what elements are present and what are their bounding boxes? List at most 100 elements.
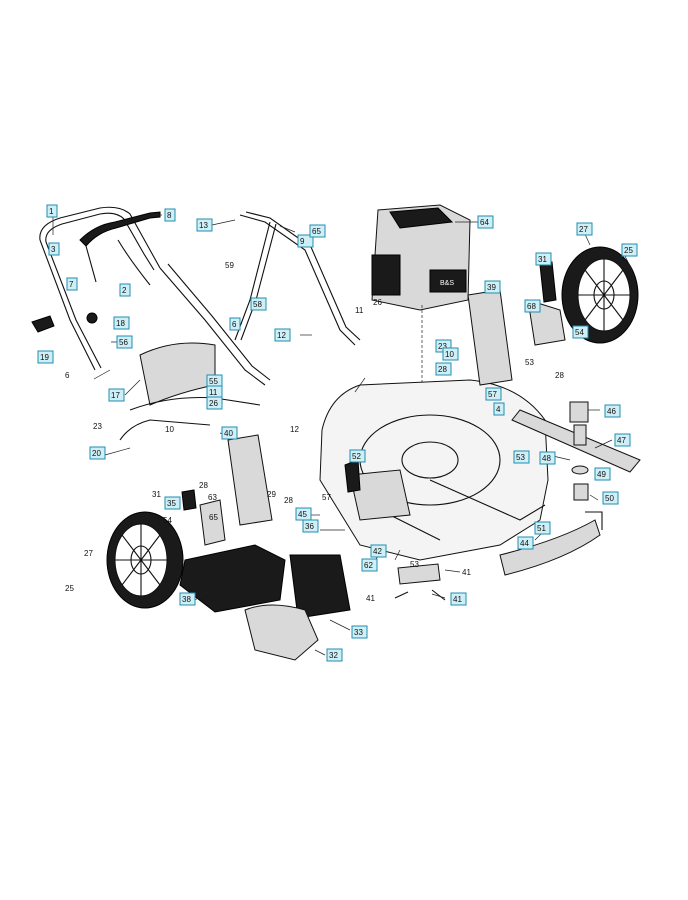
callout-44: 44 bbox=[517, 536, 534, 550]
svg-text:20: 20 bbox=[92, 449, 101, 458]
callout-11: 11 bbox=[206, 385, 223, 399]
callout-3: 3 bbox=[48, 242, 60, 256]
svg-text:48: 48 bbox=[542, 454, 551, 463]
plain-27: 27 bbox=[84, 549, 93, 558]
svg-text:39: 39 bbox=[487, 283, 496, 292]
svg-text:38: 38 bbox=[182, 595, 191, 604]
callout-56: 56 bbox=[116, 335, 133, 349]
svg-text:33: 33 bbox=[354, 628, 363, 637]
callout-25: 25 bbox=[621, 243, 638, 257]
svg-text:55: 55 bbox=[209, 377, 218, 386]
leader-lines bbox=[52, 214, 633, 656]
plain-28c: 28 bbox=[284, 496, 293, 505]
plain-28: 28 bbox=[199, 481, 208, 490]
callout-57: 57 bbox=[485, 387, 502, 401]
svg-text:23: 23 bbox=[438, 342, 447, 351]
plain-65: 65 bbox=[209, 513, 218, 522]
callout-27: 27 bbox=[576, 222, 593, 236]
callout-38: 38 bbox=[179, 592, 196, 606]
rear-wheel-right bbox=[561, 246, 639, 344]
plain-25: 25 bbox=[65, 584, 74, 593]
engine: B&S bbox=[371, 204, 471, 450]
callout-12: 12 bbox=[274, 328, 291, 342]
callout-7: 7 bbox=[66, 277, 78, 291]
control-cable bbox=[79, 211, 161, 286]
plain-63: 63 bbox=[208, 493, 217, 502]
rear-deflector bbox=[179, 544, 286, 613]
front-bumper bbox=[499, 511, 603, 576]
callout-33: 33 bbox=[351, 625, 368, 639]
plain-28b: 28 bbox=[555, 371, 564, 380]
svg-text:17: 17 bbox=[111, 391, 120, 400]
lower-handle bbox=[159, 263, 271, 386]
callout-4: 4 bbox=[493, 402, 505, 416]
callout-17: 17 bbox=[108, 388, 125, 402]
svg-text:62: 62 bbox=[364, 561, 373, 570]
callout-32: 32 bbox=[326, 648, 343, 662]
callout-52: 52 bbox=[349, 449, 366, 463]
svg-text:46: 46 bbox=[607, 407, 616, 416]
svg-text:64: 64 bbox=[480, 218, 489, 227]
plain-41b: 41 bbox=[366, 594, 375, 603]
svg-text:10: 10 bbox=[445, 350, 454, 359]
callout-45: 45 bbox=[295, 507, 312, 521]
svg-text:7: 7 bbox=[69, 280, 74, 289]
callout-50: 50 bbox=[602, 491, 619, 505]
svg-text:25: 25 bbox=[624, 246, 633, 255]
plain-59: 59 bbox=[225, 261, 234, 270]
svg-text:51: 51 bbox=[537, 524, 546, 533]
svg-text:3: 3 bbox=[51, 245, 56, 254]
callout-42: 42 bbox=[370, 544, 387, 558]
plain-23: 23 bbox=[93, 422, 102, 431]
callout-35: 35 bbox=[164, 496, 181, 510]
plain-53: 53 bbox=[525, 358, 534, 367]
svg-text:26: 26 bbox=[209, 399, 218, 408]
svg-text:40: 40 bbox=[224, 429, 233, 438]
svg-text:8: 8 bbox=[167, 211, 172, 220]
callout-6: 6 bbox=[229, 317, 241, 331]
svg-text:68: 68 bbox=[527, 302, 536, 311]
blade bbox=[511, 401, 641, 501]
callout-1: 1 bbox=[46, 204, 58, 218]
plain-41: 41 bbox=[462, 568, 471, 577]
svg-text:13: 13 bbox=[199, 221, 208, 230]
svg-text:2: 2 bbox=[122, 286, 127, 295]
callout-2: 2 bbox=[119, 283, 131, 297]
callout-20: 20 bbox=[89, 446, 106, 460]
callout-41: 41 bbox=[450, 592, 467, 606]
svg-text:53: 53 bbox=[516, 453, 525, 462]
callout-31: 31 bbox=[535, 252, 552, 266]
plain-31: 31 bbox=[152, 490, 161, 499]
svg-text:1: 1 bbox=[49, 207, 54, 216]
callout-36: 36 bbox=[302, 519, 319, 533]
svg-text:65: 65 bbox=[312, 227, 321, 236]
plain-54: 54 bbox=[163, 516, 172, 525]
svg-text:52: 52 bbox=[352, 452, 361, 461]
rear-height-bracket bbox=[467, 261, 566, 386]
callout-65: 65 bbox=[309, 224, 326, 238]
callout-68: 68 bbox=[524, 299, 541, 313]
svg-text:44: 44 bbox=[520, 539, 529, 548]
right-handle bbox=[234, 211, 361, 346]
plain-26: 26 bbox=[373, 298, 382, 307]
wheel-adjuster-front bbox=[394, 563, 446, 601]
callout-54: 54 bbox=[572, 325, 589, 339]
bag-frame bbox=[119, 342, 261, 441]
plain-29: 29 bbox=[267, 490, 276, 499]
callout-19: 19 bbox=[37, 350, 54, 364]
svg-text:42: 42 bbox=[373, 547, 382, 556]
handle-knob-left bbox=[31, 312, 98, 333]
svg-text:12: 12 bbox=[277, 331, 286, 340]
svg-text:45: 45 bbox=[298, 510, 307, 519]
svg-text:49: 49 bbox=[597, 470, 606, 479]
callout-39: 39 bbox=[484, 280, 501, 294]
plain-10: 10 bbox=[165, 425, 174, 434]
svg-text:9: 9 bbox=[300, 237, 305, 246]
svg-text:36: 36 bbox=[305, 522, 314, 531]
svg-text:35: 35 bbox=[167, 499, 176, 508]
plain-6: 6 bbox=[65, 371, 70, 380]
engine-brand-mark: B&S bbox=[440, 280, 454, 287]
callout-47: 47 bbox=[614, 433, 631, 447]
svg-text:50: 50 bbox=[605, 494, 614, 503]
